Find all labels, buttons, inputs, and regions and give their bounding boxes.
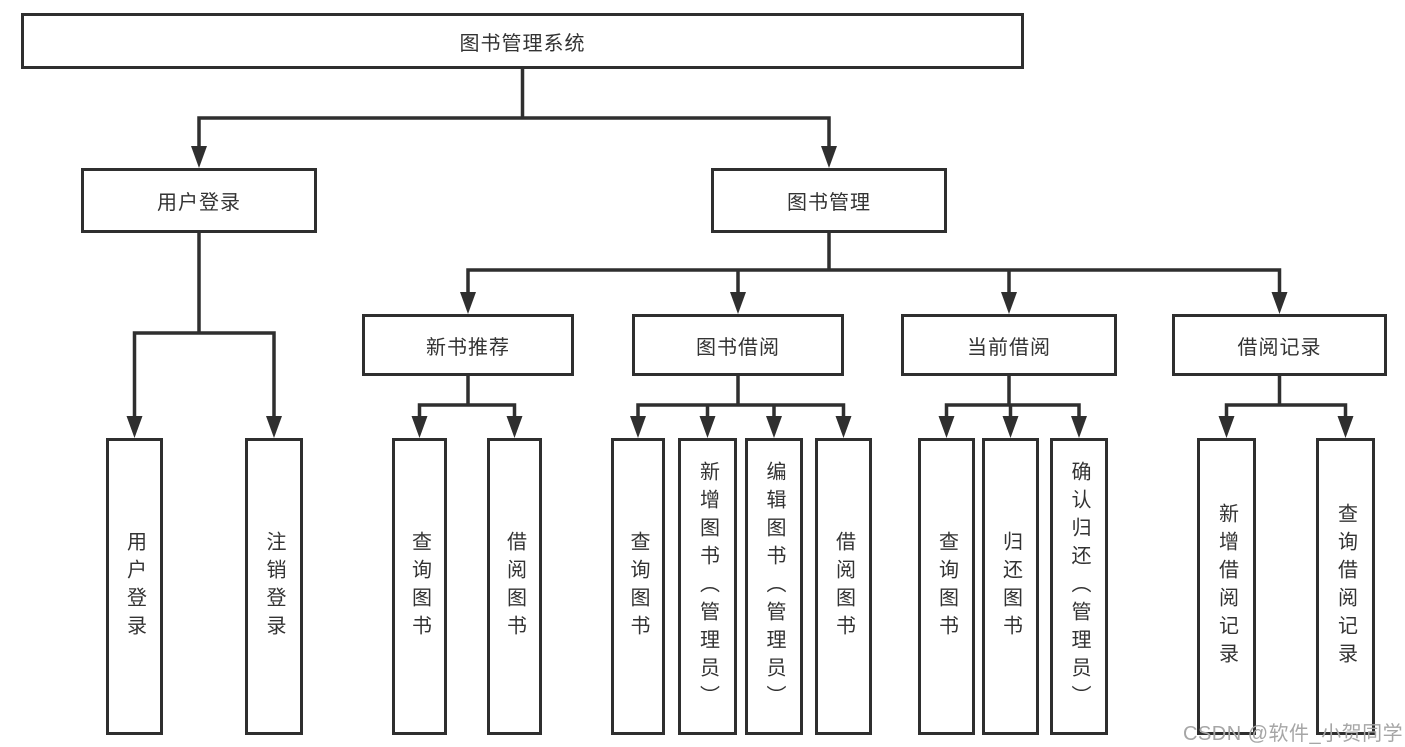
leaf-label: 新增图书（管理员） bbox=[696, 460, 719, 713]
node-book-management: 图书管理 bbox=[711, 168, 947, 233]
connector-newbooks-to-leaves bbox=[417, 374, 517, 417]
node-current-borrowing: 当前借阅 bbox=[901, 314, 1117, 376]
leaf-query-books-3: 查询图书 bbox=[918, 438, 975, 735]
leaf-logout: 注销登录 bbox=[245, 438, 303, 735]
leaf-borrow-books-1: 借阅图书 bbox=[487, 438, 542, 735]
leaf-label: 确认归还（管理员） bbox=[1068, 460, 1090, 713]
leaf-label: 借阅图书 bbox=[832, 530, 855, 643]
arrowhead-icon bbox=[460, 292, 476, 314]
arrowhead-icon bbox=[126, 416, 143, 438]
node-book-borrowing: 图书借阅 bbox=[632, 314, 844, 376]
node-borrowing-records: 借阅记录 bbox=[1172, 314, 1387, 376]
leaf-label: 注销登录 bbox=[263, 530, 285, 643]
connector-userlogin-to-leaves bbox=[132, 231, 276, 417]
arrowhead-icon bbox=[835, 416, 852, 438]
leaf-label: 查询图书 bbox=[408, 530, 431, 643]
leaf-query-borrow-record: 查询借阅记录 bbox=[1316, 438, 1375, 735]
leaf-label: 查询借阅记录 bbox=[1334, 502, 1357, 671]
arrowhead-icon bbox=[821, 146, 837, 168]
leaf-user-login: 用户登录 bbox=[106, 438, 163, 735]
connector-bookborrow-to-leaves bbox=[636, 374, 846, 417]
leaf-return-books: 归还图书 bbox=[982, 438, 1039, 735]
leaf-confirm-return-admin: 确认归还（管理员） bbox=[1050, 438, 1108, 735]
node-new-book-recommend: 新书推荐 bbox=[362, 314, 574, 376]
node-user-login: 用户登录 bbox=[81, 168, 317, 233]
connector-currentborrow-to-leaves bbox=[944, 374, 1081, 417]
connector-root-to-level2 bbox=[197, 66, 831, 147]
leaf-label: 新增借阅记录 bbox=[1215, 502, 1238, 671]
arrowhead-icon bbox=[1337, 416, 1354, 438]
arrowhead-icon bbox=[411, 416, 428, 438]
csdn-watermark: CSDN @软件_小贺同学 bbox=[1183, 723, 1404, 745]
leaf-query-books-2: 查询图书 bbox=[611, 438, 665, 735]
arrowhead-icon bbox=[1071, 416, 1087, 438]
leaf-add-borrow-record: 新增借阅记录 bbox=[1197, 438, 1256, 735]
node-root-system: 图书管理系统 bbox=[21, 13, 1024, 69]
arrowhead-icon bbox=[1271, 292, 1288, 314]
arrowhead-icon bbox=[938, 416, 955, 438]
leaf-edit-books-admin: 编辑图书（管理员） bbox=[745, 438, 803, 735]
arrowhead-icon bbox=[730, 292, 746, 314]
arrowhead-icon bbox=[506, 416, 523, 438]
leaf-label: 编辑图书（管理员） bbox=[763, 460, 785, 713]
leaf-query-books-1: 查询图书 bbox=[392, 438, 447, 735]
leaf-label: 借阅图书 bbox=[503, 530, 526, 643]
connector-bookmgmt-to-level3 bbox=[466, 231, 1282, 294]
leaf-label: 查询图书 bbox=[627, 530, 649, 643]
arrowhead-icon bbox=[1001, 292, 1017, 314]
leaf-label: 归还图书 bbox=[999, 530, 1022, 643]
arrowhead-icon bbox=[1218, 416, 1235, 438]
arrowhead-icon bbox=[766, 416, 782, 438]
leaf-add-books-admin: 新增图书（管理员） bbox=[678, 438, 737, 735]
leaf-label: 查询图书 bbox=[935, 530, 958, 643]
arrowhead-icon bbox=[1002, 416, 1019, 438]
arrowhead-icon bbox=[191, 146, 207, 168]
arrowhead-icon bbox=[266, 416, 282, 438]
leaf-label: 用户登录 bbox=[123, 530, 146, 643]
leaf-borrow-books-2: 借阅图书 bbox=[815, 438, 872, 735]
arrowhead-icon bbox=[630, 416, 646, 438]
arrowhead-icon bbox=[699, 416, 716, 438]
connector-borrowrecords-to-leaves bbox=[1224, 374, 1348, 417]
